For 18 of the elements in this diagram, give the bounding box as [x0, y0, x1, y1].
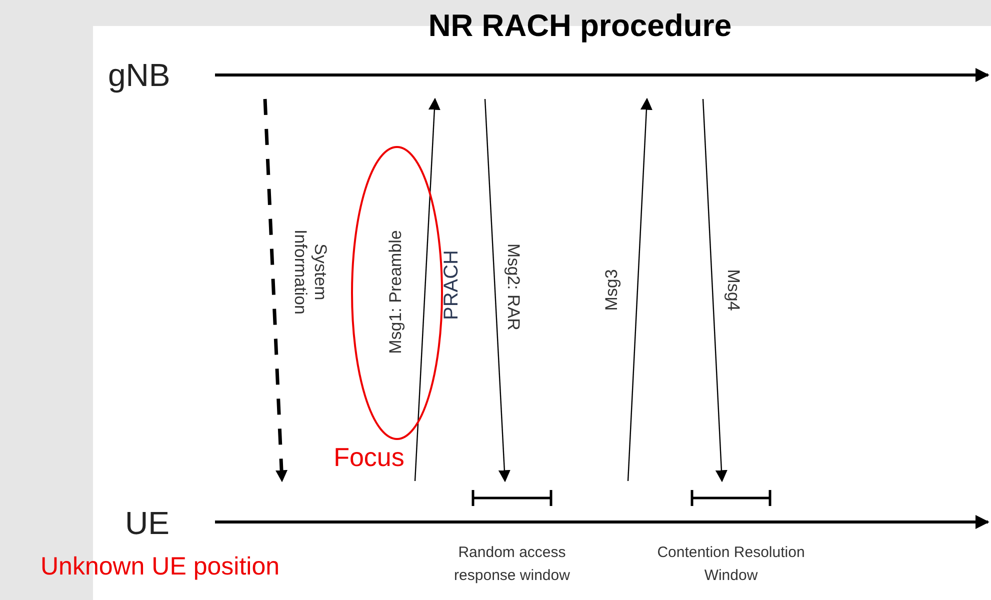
message-arrow: [484, 98, 510, 482]
edge-label: Msg4: [723, 269, 743, 311]
lifeline-label: UE: [125, 505, 170, 542]
edge-label: System Information: [290, 228, 330, 317]
note-label: Unknown UE position: [40, 552, 280, 583]
channel-label: PRACH: [440, 250, 464, 320]
window-label: Contention Resolution Window: [656, 542, 806, 586]
lifeline-label: gNB: [108, 57, 170, 94]
diagram-title: NR RACH procedure: [427, 8, 733, 44]
edge-label: Msg3: [602, 269, 622, 311]
message-arrow: [627, 98, 652, 482]
message-arrow: [702, 98, 728, 482]
focus-label: Focus: [334, 440, 404, 474]
message-arrow: [263, 98, 288, 482]
message-arrow: [414, 98, 440, 482]
edge-label: Msg2: RAR: [503, 244, 523, 330]
edge-label: Msg1: Preamble: [386, 230, 406, 354]
window-label: Random access response window: [453, 542, 571, 586]
